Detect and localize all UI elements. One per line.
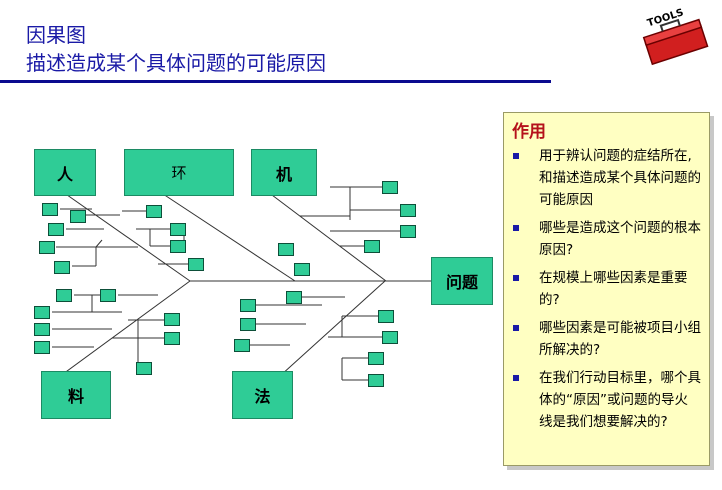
cause-box <box>188 258 204 271</box>
bullet-icon <box>513 275 519 281</box>
list-item: 用于辨认问题的症结所在,和描述造成某个具体问题的可能原因 <box>504 145 711 211</box>
cause-box <box>364 240 380 253</box>
panel-title: 作用 <box>512 122 546 142</box>
list-item-text: 哪些是造成这个问题的根本原因? <box>539 220 701 258</box>
cause-box <box>170 240 186 253</box>
cause-box <box>278 243 294 256</box>
cause-box <box>240 299 256 312</box>
cause-box <box>54 261 70 274</box>
list-item-text: 用于辨认问题的症结所在,和描述造成某个具体问题的可能原因 <box>539 148 701 208</box>
cause-box <box>378 310 394 323</box>
cause-box <box>234 339 250 352</box>
list-item-text: 哪些因素是可能被项目小组所解决的? <box>539 320 701 358</box>
cause-box <box>170 223 186 236</box>
category-people: 人 <box>34 149 96 196</box>
cause-box <box>39 241 55 254</box>
cause-box <box>34 341 50 354</box>
cause-box <box>48 223 64 236</box>
list-item: 在规模上哪些因素是重要的? <box>504 267 711 311</box>
list-item: 在我们行动目标里，哪个具体的“原因”或问题的导火线是我们想要解决的? <box>504 367 711 433</box>
category-method: 法 <box>232 371 293 419</box>
cause-box <box>400 204 416 217</box>
cause-box <box>382 181 398 194</box>
cause-box <box>136 362 152 375</box>
cause-box <box>56 289 72 302</box>
list-item-text: 在规模上哪些因素是重要的? <box>539 270 688 308</box>
bullet-icon <box>513 153 519 159</box>
list-item: 哪些因素是可能被项目小组所解决的? <box>504 317 711 361</box>
purpose-panel: 作用 用于辨认问题的症结所在,和描述造成某个具体问题的可能原因 哪些是造成这个问… <box>503 112 710 466</box>
cause-box <box>34 323 50 336</box>
cause-box <box>286 291 302 304</box>
category-material: 料 <box>41 371 111 419</box>
cause-box <box>100 289 116 302</box>
cause-box <box>164 332 180 345</box>
cause-box <box>164 313 180 326</box>
cause-box <box>294 263 310 276</box>
category-environment: 环 <box>124 149 234 196</box>
page-subtitle: 描述造成某个具体问题的可能原因 <box>26 51 326 75</box>
bone-machine <box>267 191 387 282</box>
cause-box <box>70 210 86 223</box>
cause-box <box>42 203 58 216</box>
category-machine: 机 <box>251 149 317 196</box>
page-title: 因果图 <box>26 23 86 47</box>
cause-box <box>146 205 162 218</box>
title-divider <box>0 80 551 83</box>
purpose-list: 用于辨认问题的症结所在,和描述造成某个具体问题的可能原因 哪些是造成这个问题的根… <box>504 145 711 439</box>
list-item-text: 在我们行动目标里，哪个具体的“原因”或问题的导火线是我们想要解决的? <box>539 370 701 430</box>
cause-box <box>34 306 50 319</box>
bullet-icon <box>513 225 519 231</box>
bullet-icon <box>513 325 519 331</box>
cause-box <box>368 374 384 387</box>
list-item: 哪些是造成这个问题的根本原因? <box>504 217 711 261</box>
bone-environment <box>159 191 296 282</box>
toolbox-icon: TOOLS <box>642 7 709 66</box>
problem-box: 问题 <box>431 257 493 305</box>
cause-box <box>368 352 384 365</box>
bullet-icon <box>513 375 519 381</box>
cause-box <box>240 318 256 331</box>
cause-box <box>400 225 416 238</box>
bone-people <box>49 182 191 282</box>
cause-box <box>382 331 398 344</box>
